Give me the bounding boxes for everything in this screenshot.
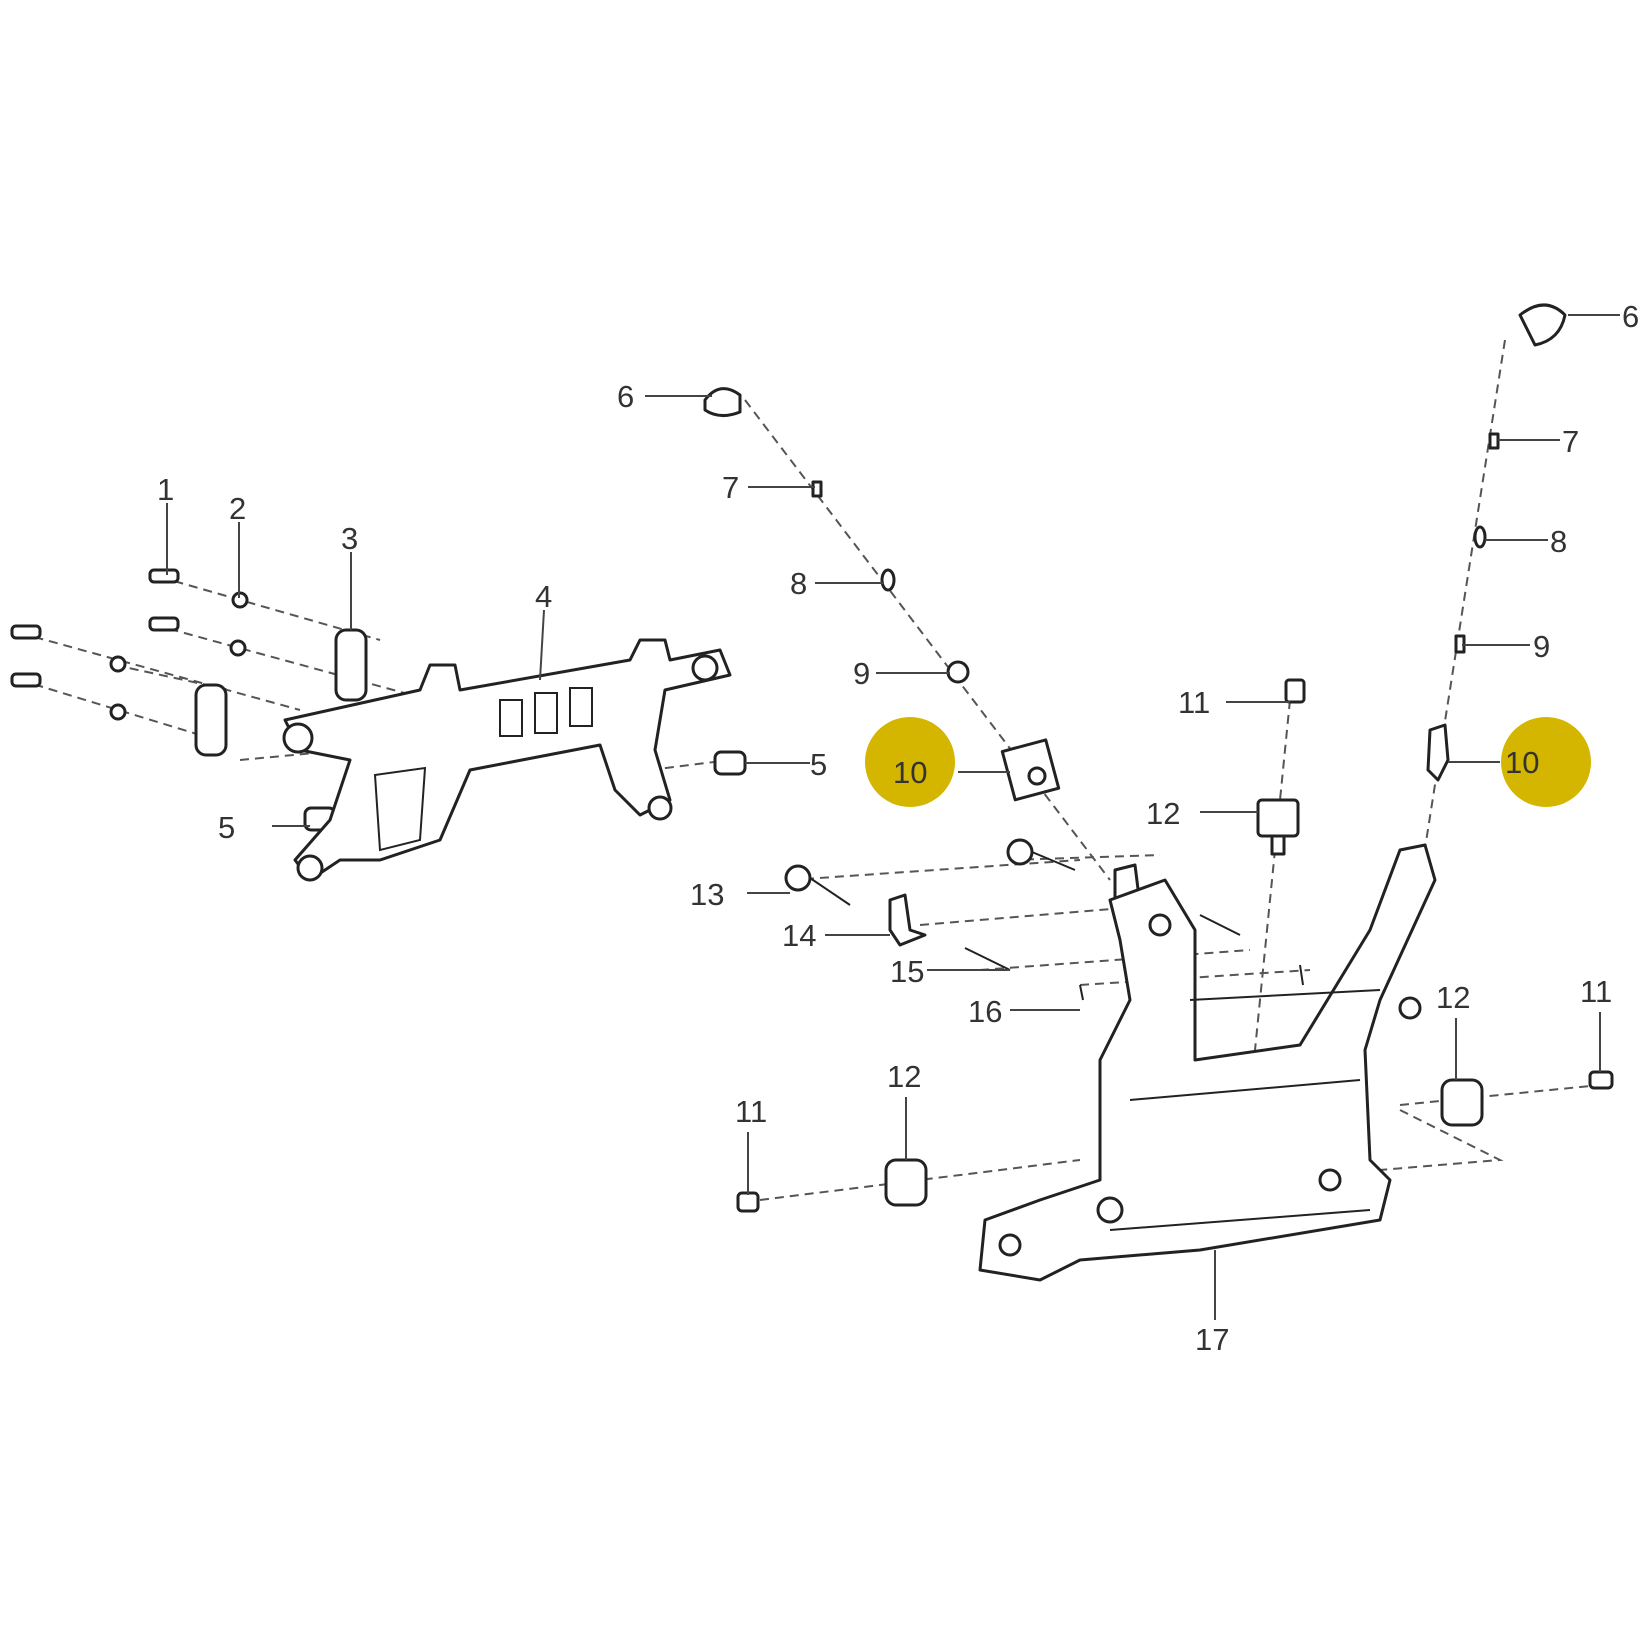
callout-9-right: 9	[1533, 629, 1550, 664]
callout-2: 2	[229, 491, 246, 526]
front-bracket-part-4	[282, 638, 732, 882]
callout-12-right: 12	[1436, 980, 1470, 1015]
callout-8-right: 8	[1550, 524, 1567, 559]
callout-7-right: 7	[1562, 424, 1579, 459]
callout-15: 15	[890, 954, 924, 989]
callout-11-right: 11	[1580, 974, 1612, 1009]
callout-11-top: 11	[1178, 685, 1210, 720]
rear-frame-part-17	[978, 843, 1437, 1282]
right-fastener-lines	[744, 339, 1601, 1201]
callout-11-left: 11	[735, 1094, 767, 1129]
callout-labels: 1 2 3 4 5 5 6 7 8 9 10 11 12 13 14 15 16…	[157, 299, 1639, 1357]
callout-10-right: 10	[1505, 745, 1539, 780]
callout-10-left: 10	[893, 755, 927, 790]
callout-8: 8	[790, 566, 807, 601]
callout-16: 16	[968, 994, 1002, 1029]
callout-17: 17	[1195, 1322, 1229, 1357]
callout-5-left: 5	[218, 810, 235, 845]
callout-7: 7	[722, 470, 739, 505]
callout-5-right: 5	[810, 747, 827, 782]
callout-12-top: 12	[1146, 796, 1180, 831]
callout-9: 9	[853, 656, 870, 691]
callout-1: 1	[157, 472, 174, 507]
callout-12-left: 12	[887, 1059, 921, 1094]
callout-14: 14	[782, 918, 816, 953]
leader-lines	[166, 314, 1620, 1320]
highlight-callout-10-right	[1501, 717, 1591, 807]
callout-6: 6	[617, 379, 634, 414]
callout-6-right: 6	[1622, 299, 1639, 334]
callout-3: 3	[341, 521, 358, 556]
left-fasteners	[10, 568, 747, 832]
callout-13: 13	[690, 877, 724, 912]
highlight-callout-10-left	[865, 717, 955, 807]
callout-4: 4	[535, 579, 552, 614]
